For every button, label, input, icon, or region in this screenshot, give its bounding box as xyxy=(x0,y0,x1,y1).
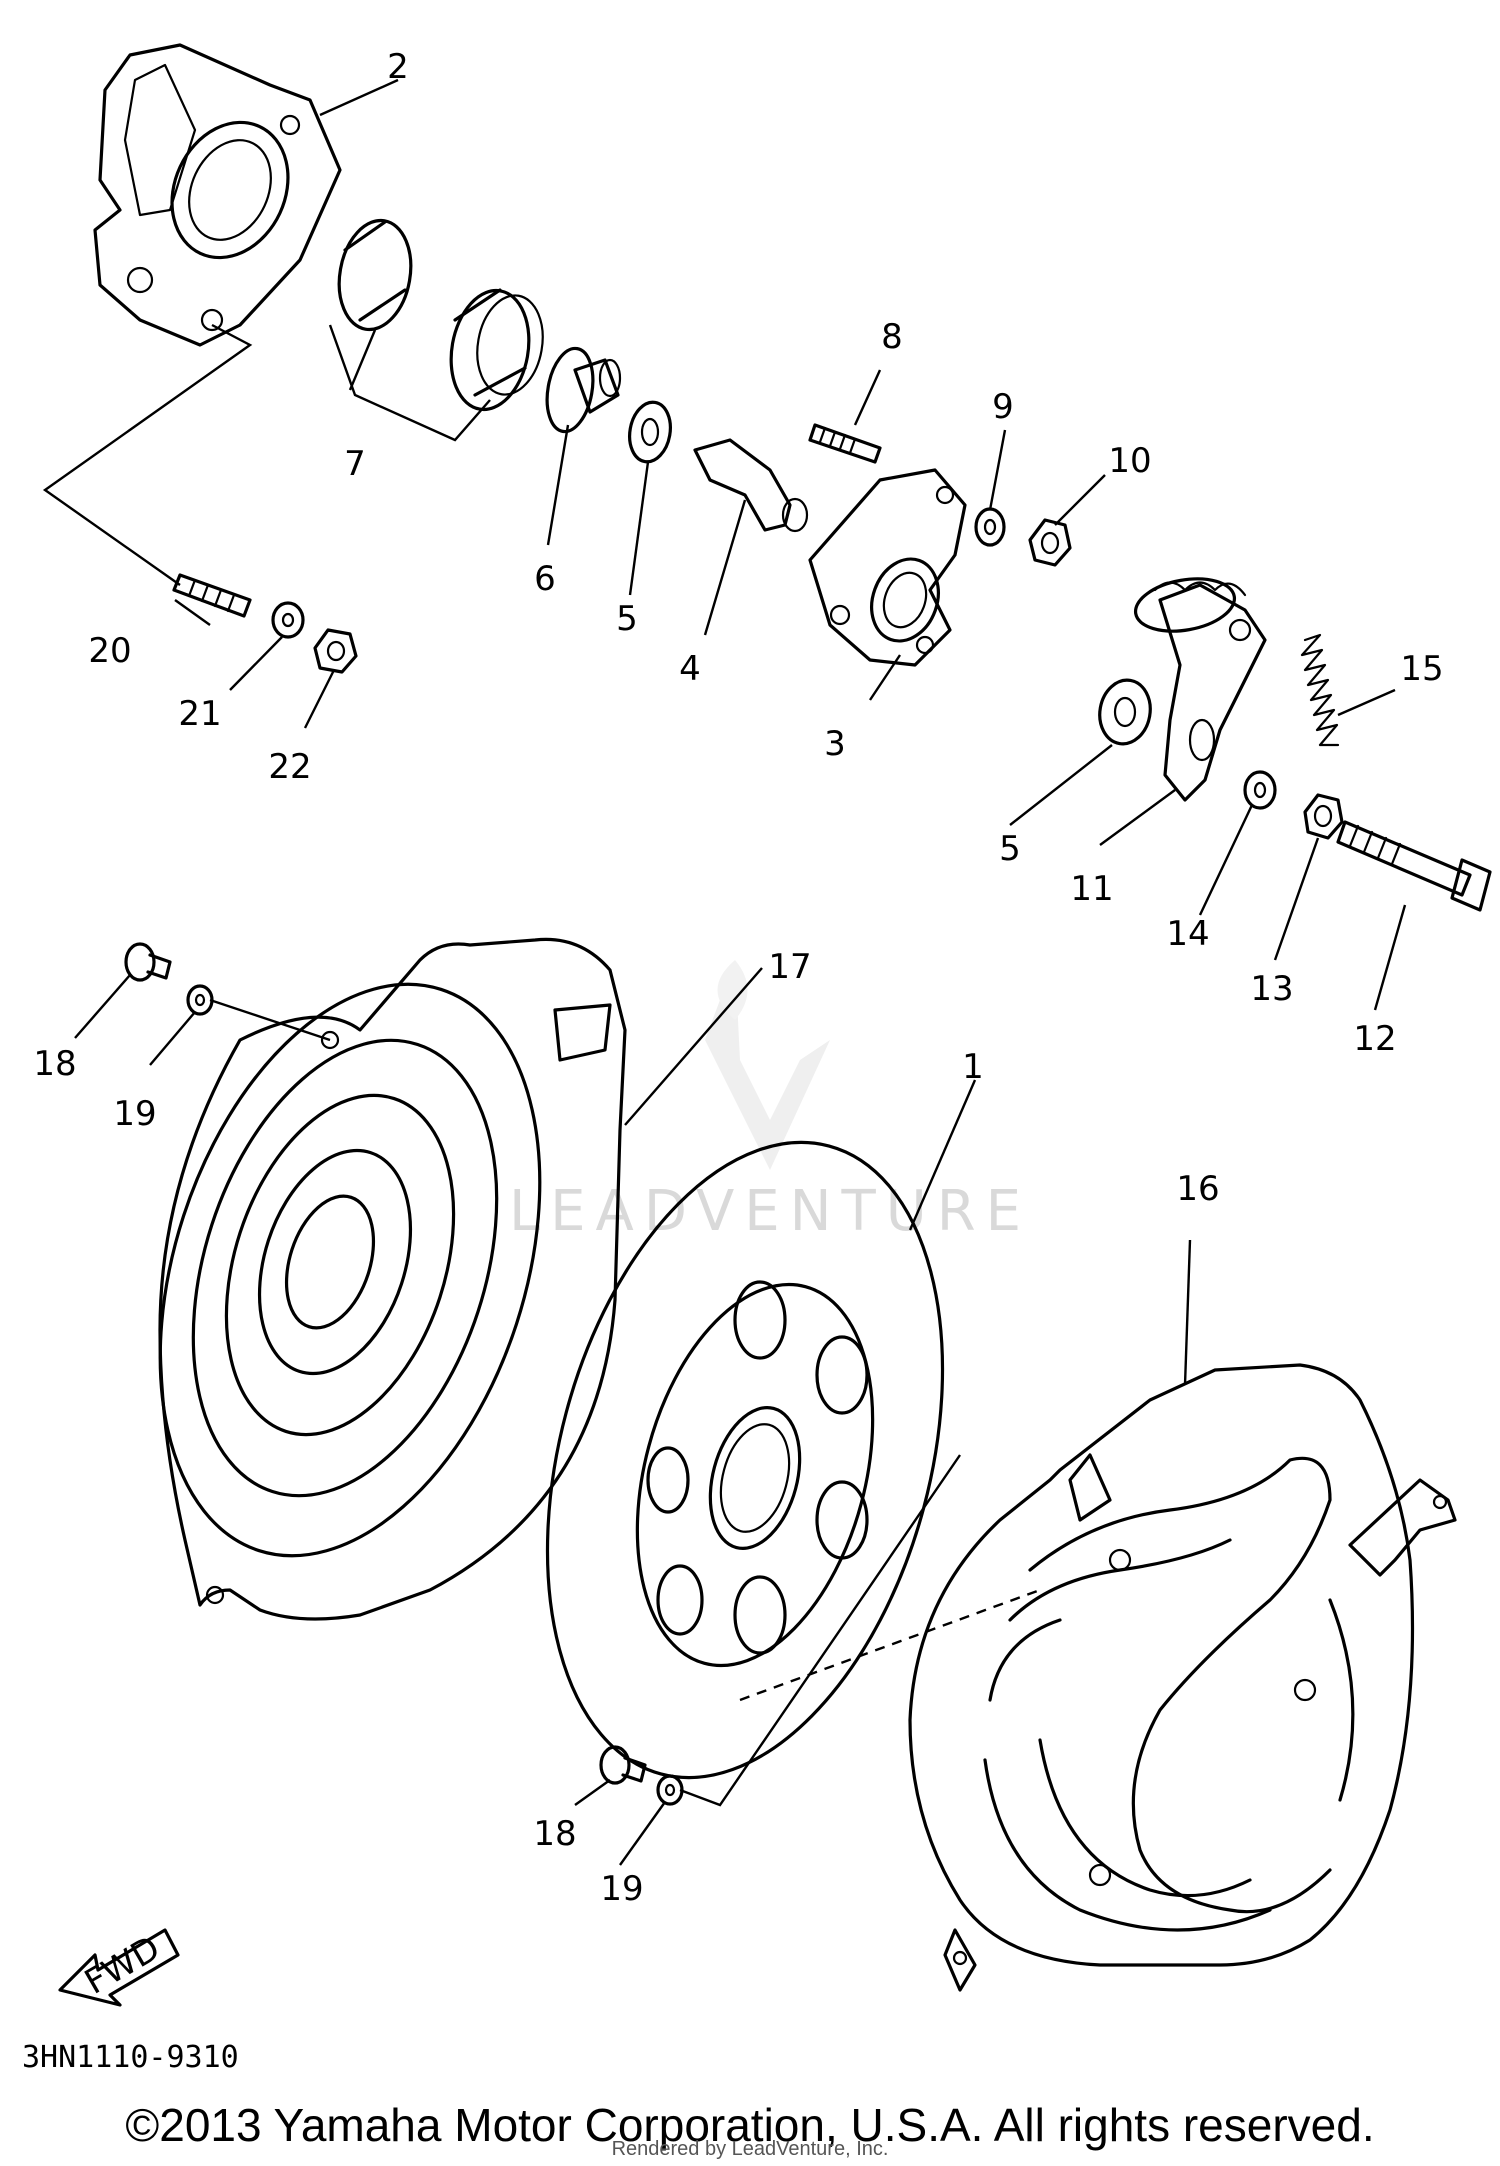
part-21-washer xyxy=(271,601,305,639)
copyright-notice: ©2013 Yamaha Motor Corporation, U.S.A. A… xyxy=(125,2099,1375,2151)
part-15-spring xyxy=(1300,633,1340,747)
callout-11: 11 xyxy=(1070,869,1113,909)
callout-16: 16 xyxy=(1176,1169,1219,1209)
callout-19-upper: 19 xyxy=(113,1094,156,1134)
part-10-nut xyxy=(1028,518,1072,567)
part-22-nut xyxy=(313,628,358,674)
part-14-washer xyxy=(1243,770,1277,810)
callout-4: 4 xyxy=(679,649,701,689)
callout-19-lower: 19 xyxy=(600,1869,643,1909)
part-19-washer-lower xyxy=(656,1774,684,1806)
callout-18-upper: 18 xyxy=(33,1044,76,1084)
part-13-nut xyxy=(1303,793,1344,840)
part-9-washer xyxy=(974,507,1006,547)
part-11-lever-arm xyxy=(1133,577,1267,802)
callout-21: 21 xyxy=(178,694,221,734)
part-6-piston xyxy=(545,346,622,434)
part-17-outer-cover xyxy=(158,937,627,1621)
callout-5-upper: 5 xyxy=(616,599,638,639)
diagram-reference-code: 3HN1110-9310 xyxy=(22,2040,239,2075)
part-19-washer-upper xyxy=(186,984,214,1016)
callout-22: 22 xyxy=(268,747,311,787)
callout-6: 6 xyxy=(534,559,556,599)
callout-5-lower: 5 xyxy=(999,829,1021,869)
rendered-by-note: Rendered by LeadVenture, Inc. xyxy=(611,2138,889,2160)
callout-1: 1 xyxy=(962,1047,984,1087)
callout-14: 14 xyxy=(1166,914,1209,954)
callout-9: 9 xyxy=(992,387,1014,427)
callout-15: 15 xyxy=(1400,649,1443,689)
callout-labels: 1 2 3 4 5 5 6 7 8 9 10 11 12 13 14 15 16… xyxy=(33,47,1443,1909)
callout-20: 20 xyxy=(88,631,131,671)
fwd-arrow-icon: FWD xyxy=(58,1928,180,2007)
part-4-cam xyxy=(693,438,809,533)
watermark-logo xyxy=(705,960,830,1170)
part-20-stud xyxy=(172,573,252,618)
callout-2: 2 xyxy=(387,47,409,87)
callout-10: 10 xyxy=(1108,441,1151,481)
part-12-bolt xyxy=(1336,820,1492,912)
callout-3: 3 xyxy=(824,724,846,764)
part-8-stud xyxy=(808,423,882,464)
callout-17: 17 xyxy=(768,947,811,987)
callout-13: 13 xyxy=(1250,969,1293,1009)
leader-lines xyxy=(42,78,1407,1866)
part-2-carrier-bracket xyxy=(93,43,342,347)
watermark-text: LEADVENTURE xyxy=(509,1179,1031,1244)
part-1-brake-disc xyxy=(545,1140,945,1780)
part-3-caliper-housing xyxy=(808,468,967,667)
part-5-washer-lower xyxy=(1098,678,1152,746)
callout-7: 7 xyxy=(344,444,366,484)
fwd-label: FWD xyxy=(78,1928,167,2002)
callout-12: 12 xyxy=(1353,1019,1396,1059)
part-18-bolt-lower xyxy=(599,1745,647,1785)
part-7-boot-set xyxy=(337,218,544,412)
part-5-washer-upper xyxy=(628,400,672,464)
part-16-inner-cover xyxy=(908,1363,1457,1992)
callout-8: 8 xyxy=(881,317,903,357)
part-18-bolt-upper xyxy=(124,942,172,982)
callout-18-lower: 18 xyxy=(533,1814,576,1854)
